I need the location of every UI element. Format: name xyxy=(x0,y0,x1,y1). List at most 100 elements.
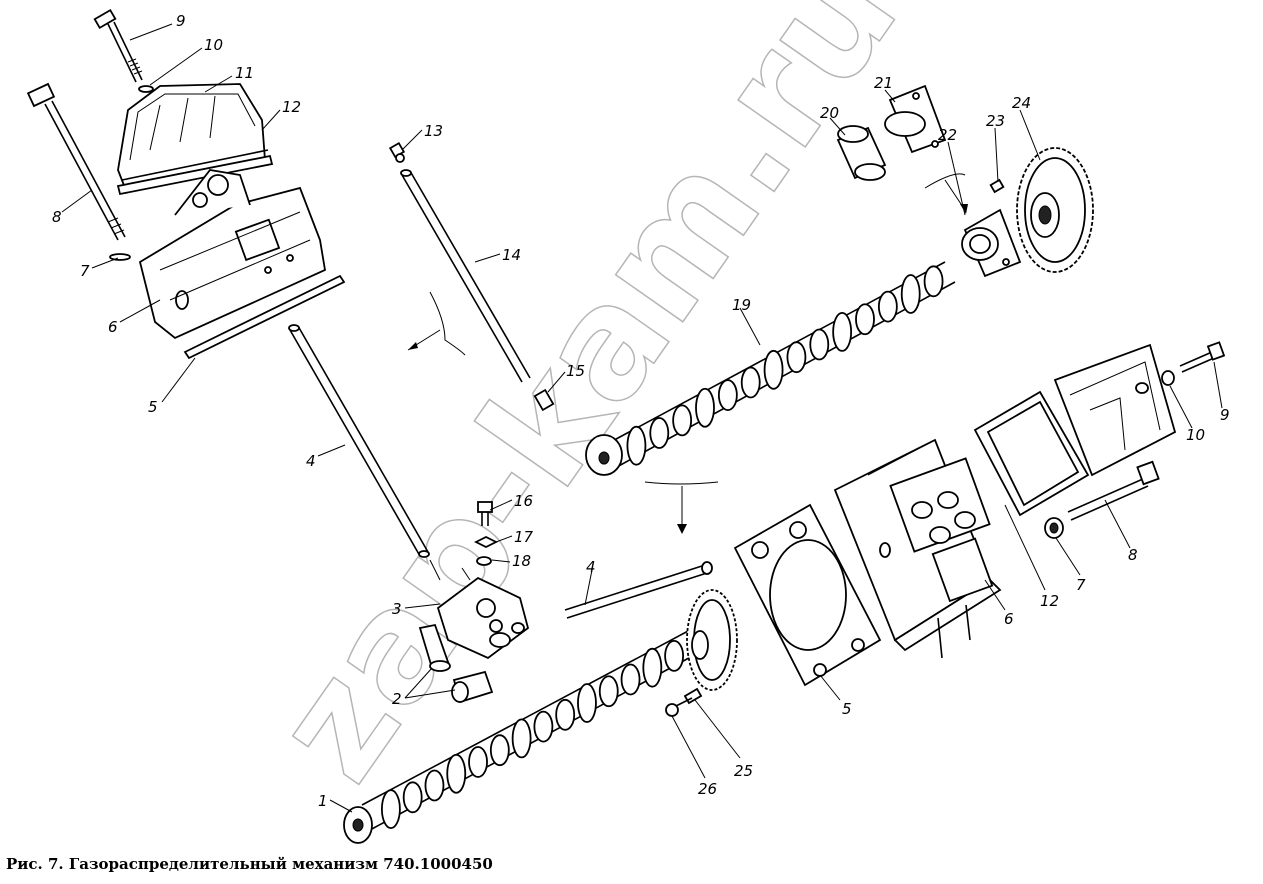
part-washer-10-right xyxy=(1161,370,1175,386)
cam-lobe xyxy=(809,328,830,361)
cam-lobe xyxy=(740,366,761,399)
callout-19: 19 xyxy=(732,296,751,314)
cam-lobe xyxy=(489,734,510,767)
part-bushing-20 xyxy=(836,125,887,181)
cam-lobe xyxy=(832,311,853,352)
figure-caption: Рис. 7. Газораспределительный механизм 7… xyxy=(6,855,493,873)
callout-6-right: 6 xyxy=(1004,610,1014,628)
callout-2: 2 xyxy=(392,690,402,708)
callout-8-right: 8 xyxy=(1128,546,1138,564)
callout-14: 14 xyxy=(502,246,521,264)
part-screw-13 xyxy=(388,141,406,163)
callout-7: 7 xyxy=(80,262,90,280)
callout-22: 22 xyxy=(938,126,957,144)
cam-lobe xyxy=(900,274,921,314)
callout-15: 15 xyxy=(566,362,585,380)
callout-12: 12 xyxy=(282,98,301,116)
callout-25: 25 xyxy=(734,762,753,780)
part-cover-gasket-12 xyxy=(973,390,1090,517)
cam-lobe xyxy=(620,663,641,696)
callout-9-right: 9 xyxy=(1220,406,1230,424)
part-key-23 xyxy=(989,178,1005,194)
cam-lobe xyxy=(380,789,401,830)
callout-21: 21 xyxy=(874,74,893,92)
part-gear-24 xyxy=(1016,147,1094,273)
cam-lobe xyxy=(468,746,488,778)
cam-lobe xyxy=(923,265,944,298)
cam-lobe xyxy=(533,710,554,743)
cam-lobe xyxy=(598,675,619,708)
part-cam-gear xyxy=(686,589,738,691)
arrow-indicators xyxy=(429,559,471,581)
part-bracket-3 xyxy=(436,576,530,660)
cam-lobe xyxy=(446,753,467,794)
part-bolt-9-top xyxy=(93,8,143,83)
part-axles-2 xyxy=(418,623,494,704)
leader-lines xyxy=(61,23,1223,813)
cam-lobe xyxy=(672,404,693,437)
callout-9: 9 xyxy=(176,12,186,30)
callout-8: 8 xyxy=(52,208,62,226)
cam-lobe xyxy=(855,303,875,336)
callout-10-right: 10 xyxy=(1186,426,1205,444)
part-camshaft-1 xyxy=(343,629,701,844)
part-bolt-9-right xyxy=(1179,341,1226,373)
callout-4: 4 xyxy=(306,452,316,470)
part-bolt-8-right xyxy=(1067,460,1160,521)
callout-13: 13 xyxy=(424,122,443,140)
callout-17: 17 xyxy=(514,528,534,546)
part-bolt-25-26 xyxy=(665,687,703,717)
callout-3: 3 xyxy=(392,600,402,618)
cam-lobe xyxy=(786,341,807,374)
callout-23: 23 xyxy=(986,112,1005,130)
part-cylinder-head-6 xyxy=(833,438,1002,659)
cam-lobe xyxy=(664,639,685,672)
callout-24: 24 xyxy=(1012,94,1031,112)
part-pushrod-4-lower xyxy=(564,561,713,619)
callout-labels: 9 10 11 12 8 7 6 5 4 13 14 15 16 17 18 3… xyxy=(52,12,1230,810)
part-bolt-8 xyxy=(26,82,126,241)
camshaft-1-lobes xyxy=(380,639,685,830)
cam-lobe xyxy=(642,647,663,688)
part-flange-22 xyxy=(961,208,1022,278)
cam-lobe xyxy=(555,698,576,731)
callout-26: 26 xyxy=(698,780,717,798)
part-washer-10 xyxy=(138,85,154,93)
callout-6: 6 xyxy=(108,318,118,336)
callout-5: 5 xyxy=(148,398,158,416)
cam-lobe xyxy=(577,683,597,723)
view-arrow-upper-right xyxy=(924,173,966,211)
part-gasket-5 xyxy=(183,274,346,360)
part-head-gasket-5 xyxy=(733,503,882,687)
part-gasket-12 xyxy=(116,154,274,196)
callout-16: 16 xyxy=(514,492,533,510)
callout-1: 1 xyxy=(318,792,328,810)
camshaft-19-lobes xyxy=(626,265,944,466)
part-nut-15 xyxy=(533,388,555,412)
callout-4-lower: 4 xyxy=(586,558,596,576)
cam-lobe xyxy=(424,769,445,802)
cam-lobe xyxy=(649,417,670,449)
part-screw-16 xyxy=(477,501,493,526)
cam-lobe xyxy=(511,718,532,759)
part-pushrod-4 xyxy=(288,324,430,558)
part-cover-11-right xyxy=(1053,343,1177,477)
callout-18: 18 xyxy=(512,552,531,570)
part-washer-7-right-hole xyxy=(1049,522,1059,534)
cam-lobe xyxy=(877,290,898,323)
callout-11: 11 xyxy=(235,64,254,82)
part-pushrod-14 xyxy=(400,169,531,383)
callout-7-right: 7 xyxy=(1076,576,1086,594)
cam-lobe xyxy=(626,425,647,466)
cam-lobe xyxy=(402,781,423,814)
cam-lobe xyxy=(717,379,738,412)
cam-lobe xyxy=(763,349,784,390)
callout-10: 10 xyxy=(204,36,223,54)
part-washer-18 xyxy=(476,556,492,566)
part-washer-7 xyxy=(109,253,131,261)
cam-lobe xyxy=(695,387,715,428)
callout-5-right: 5 xyxy=(842,700,852,718)
view-arrow-lower xyxy=(644,481,719,534)
